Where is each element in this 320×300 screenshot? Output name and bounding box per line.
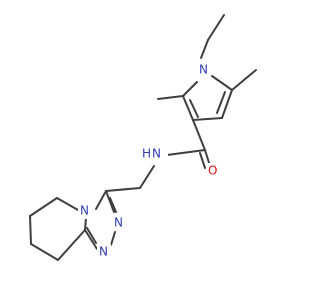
- atom-label-n-amide: N: [152, 147, 161, 161]
- triazole-bond-n2-n1: [110, 231, 116, 246]
- atom-label-n-pyrrole: N: [199, 63, 208, 77]
- label-mask-o-amide: [207, 163, 221, 179]
- label-mask-n-amide: [140, 146, 168, 162]
- piperidine-bond-c8-c8a: [57, 229, 86, 261]
- methyl-bond-c5: [231, 69, 257, 91]
- atom-label-n-triazole-1: N: [114, 216, 123, 230]
- atom-label-h-amide: H: [142, 147, 151, 161]
- piperidine-bond-c5-c6: [29, 197, 58, 217]
- triazole-bond-c8a-n4: [84, 217, 87, 231]
- bond-lines: [29, 14, 257, 261]
- label-mask-n-triazole-1: [112, 215, 126, 231]
- pyrrole-bond-c3-c4: [192, 117, 223, 121]
- methyl-bond-c2: [157, 95, 184, 100]
- triazole-bond-c3-n4: [95, 190, 107, 210]
- pyrrole-bond-c2-c3-inner: [189, 99, 199, 118]
- pyrrole-bond-n-c2: [182, 81, 198, 97]
- label-mask-n-triazole-2: [97, 244, 111, 260]
- amide-bond-c-n: [166, 149, 206, 156]
- ethyl-bond-ch2-n: [200, 39, 209, 59]
- triazole-bond-c3-n2: [105, 190, 115, 213]
- atom-label-n-triazole-ring: N: [80, 204, 89, 218]
- atom-label-o-amide: O: [208, 164, 217, 178]
- pyrrole-bond-c5-n: [211, 75, 233, 91]
- carbonyl-bond-c-o-2: [199, 152, 206, 169]
- atom-labels: N N H O N N N: [78, 62, 221, 260]
- carbonyl-bond-c3-c: [192, 119, 206, 151]
- molecule-structure-diagram: N N H O N N N: [29, 14, 257, 261]
- linker-bond-n-ch2: [139, 165, 155, 189]
- pyrrole-bond-c2-c3: [182, 95, 194, 121]
- ethyl-bond-ch3-ch2: [207, 14, 225, 41]
- linker-bond-ch2-ch2: [105, 187, 141, 192]
- pyrrole-bond-c4-c5: [221, 89, 233, 119]
- triazole-bond-c3-n2-inner: [109, 197, 117, 213]
- piperidine-bond-n4-c5: [56, 197, 79, 211]
- piperidine-bond-c6-c7: [29, 215, 32, 245]
- pyrrole-bond-c4-c5-inner: [216, 91, 226, 114]
- label-mask-n-triazole-ring: [78, 203, 92, 219]
- triazole-bond-n1-c8a: [84, 229, 98, 250]
- atom-label-n-triazole-2: N: [99, 245, 108, 259]
- piperidine-bond-c7-c8: [30, 243, 59, 261]
- triazole-bond-n1-c8a-inner: [86, 227, 97, 244]
- label-mask-n-pyrrole: [197, 62, 211, 78]
